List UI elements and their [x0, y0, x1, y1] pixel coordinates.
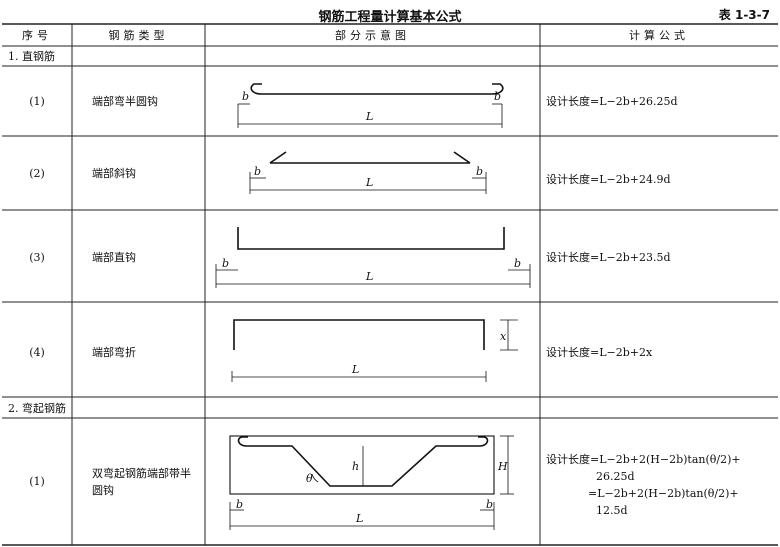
label-theta: θ [306, 472, 313, 485]
label-b: b [494, 90, 501, 103]
label-b: b [486, 498, 493, 511]
section-heading-straight: 1. 直钢筋 [8, 50, 55, 63]
label-b: b [242, 90, 249, 103]
row-no: (3) [29, 251, 45, 264]
label-b: b [514, 257, 521, 270]
label-H: H [497, 460, 508, 473]
diagram-oblique-hook [269, 151, 471, 164]
label-h: h [352, 460, 359, 473]
row-no: (1) [29, 475, 45, 488]
row-type: 端部斜钩 [92, 167, 136, 180]
header-diagram: 部分示意图 [335, 29, 410, 42]
table-number: 表 1-3-7 [718, 8, 770, 22]
row-type: 端部弯半圆钩 [92, 95, 158, 108]
diagram-straight-hook [237, 227, 505, 250]
diagram-semicircle-hook [250, 83, 504, 95]
row-formula-line1: 设计长度=L−2b+2(H−2b)tan(θ/2)+ [546, 453, 741, 466]
label-L: L [365, 110, 373, 123]
header-formula: 计算公式 [629, 29, 689, 42]
row-formula: 设计长度=L−2b+2x [546, 346, 653, 359]
label-b: b [476, 165, 483, 178]
header-type: 钢筋类型 [108, 29, 169, 42]
row-type-line1: 双弯起钢筋端部带半 [92, 467, 191, 480]
row-type: 端部弯折 [92, 346, 136, 359]
section-heading-bent: 2. 弯起钢筋 [8, 402, 66, 415]
table-title: 钢筋工程量计算基本公式 [318, 10, 462, 25]
row-formula-line3: =L−2b+2(H−2b)tan(θ/2)+ [588, 487, 739, 500]
row-formula-line4: 12.5d [596, 504, 628, 517]
label-L: L [351, 363, 359, 376]
label-L: L [365, 270, 373, 283]
label-b: b [236, 498, 243, 511]
row-formula: 设计长度=L−2b+26.25d [546, 95, 678, 108]
row-type-line2: 圆钩 [92, 484, 114, 497]
row-no: (4) [29, 346, 45, 359]
label-x: x [500, 330, 507, 343]
label-b: b [254, 165, 261, 178]
row-formula-line2: 26.25d [596, 470, 635, 483]
row-formula: 设计长度=L−2b+23.5d [546, 251, 671, 264]
row-type: 端部直钩 [92, 251, 136, 264]
row-formula: 设计长度=L−2b+24.9d [546, 173, 671, 186]
label-b: b [222, 257, 229, 270]
row-no: (1) [29, 95, 45, 108]
diagram-double-bent [229, 435, 495, 495]
header-no: 序号 [22, 29, 52, 42]
row-no: (2) [29, 167, 45, 180]
label-L: L [355, 512, 363, 525]
label-L: L [365, 176, 373, 189]
diagram-bent-end [233, 319, 485, 350]
